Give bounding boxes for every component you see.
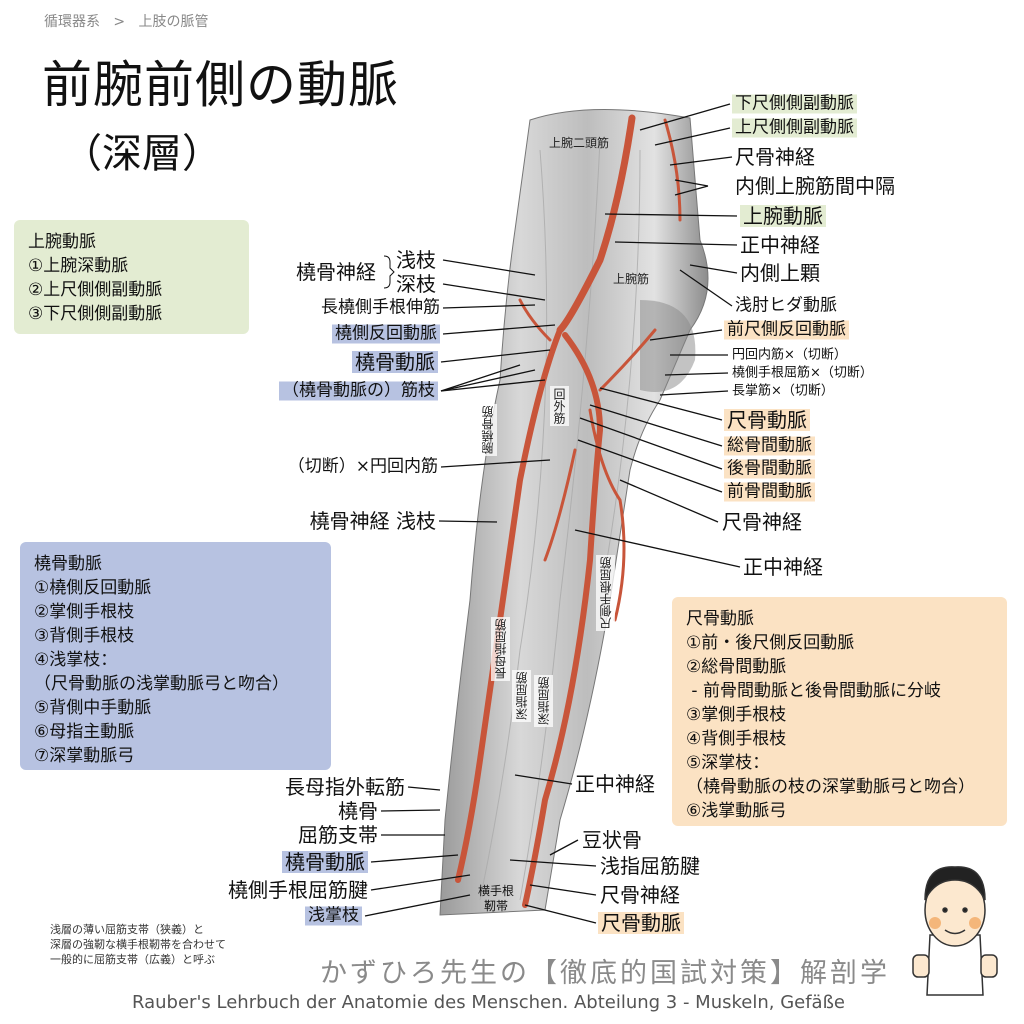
label-ulnar-nerve-3: 尺骨神経 <box>600 883 680 907</box>
label-apl: 長母指外転筋 <box>285 775 405 799</box>
box-item: ④背側手根枝 <box>686 729 787 749</box>
box-heading: 尺骨動脈 <box>686 609 754 629</box>
label-radial-artery: 橈骨動脈 <box>352 351 438 373</box>
label-pronator-teres-cut: 円回内筋×（切断） <box>732 347 847 363</box>
box-item: （橈骨動脈の枝の深掌動脈弓と吻合） <box>686 777 975 797</box>
label-median-nerve-2: 正中神経 <box>743 555 823 579</box>
box-heading: 上腕動脈 <box>28 232 96 252</box>
retinaculum-note: 浅層の薄い屈筋支帯（狭義）と 深層の強靭な横手根靭帯を合わせて 一般的に屈筋支帯… <box>50 922 226 967</box>
label-posterior-interosseous-artery: 後骨間動脈 <box>724 459 815 479</box>
label-superior-ulnar-collateral-artery: 上尺側側副動脈 <box>732 118 857 138</box>
label-medial-epicondyle: 内側上顆 <box>740 261 820 285</box>
label-pisiform: 豆状骨 <box>582 828 642 852</box>
box-item: ⑥母指主動脈 <box>34 722 135 742</box>
source-credit: Rauber's Lehrbuch der Anatomie des Mensc… <box>132 992 846 1013</box>
leader-lines <box>364 103 741 924</box>
box-item: ②上尺側側副動脈 <box>28 280 163 300</box>
label-inferior-ulnar-collateral-artery: 下尺側側副動脈 <box>732 94 857 114</box>
page-subtitle: （深層） <box>62 131 222 177</box>
bracket <box>383 255 395 289</box>
label-ulnar-nerve-2: 尺骨神経 <box>722 510 802 534</box>
box-item: ②総骨間動脈 <box>686 657 787 677</box>
label-medial-intermuscular-septum: 内側上腕筋間中隔 <box>735 174 895 198</box>
label-median-nerve: 正中神経 <box>740 233 820 257</box>
label-anterior-ulnar-recurrent-artery: 前尺側反回動脈 <box>724 320 849 340</box>
page-title: 前腕前側の動脈 <box>42 56 399 114</box>
label-radial-nerve-superficial: 橈骨神経 浅枝 <box>309 509 436 533</box>
label-fds-tendon: 浅指屈筋腱 <box>600 854 700 878</box>
muscle-label: 横手根靭帯 <box>478 884 515 913</box>
muscle-label: 深指屈筋 <box>512 670 531 722</box>
box-item: ②掌側手根枝 <box>34 602 135 622</box>
doctor-mascot <box>912 866 998 996</box>
breadcrumb-section[interactable]: 循環器系 <box>44 14 100 30</box>
box-item: （尺骨動脈の浅掌動脈弓と吻合） <box>34 674 289 694</box>
muscle-label: 腕橈骨筋 <box>478 404 497 456</box>
label-anterior-interosseous-artery: 前骨間動脈 <box>724 482 815 502</box>
box-item: ①前・後尺側反回動脈 <box>686 633 855 653</box>
box-item: ③背側手根枝 <box>34 626 135 646</box>
note-line: 浅層の薄い屈筋支帯（狭義）と <box>50 923 204 936</box>
muscle-label: 長母指屈筋 <box>491 617 510 681</box>
label-pronator-teres-cut-left: （切断）×円回内筋 <box>287 456 438 477</box>
label-fcr-tendon: 橈側手根屈筋腱 <box>228 878 368 902</box>
label-deep-branch: 深枝 <box>396 272 436 296</box>
label-brachial-artery: 上腕動脈 <box>740 205 826 227</box>
label-palmaris-longus-cut: 長掌筋×（切断） <box>732 383 834 399</box>
breadcrumb-page: 上肢の脈管 <box>138 14 209 30</box>
label-superficial-palmar-branch: 浅掌枝 <box>305 906 362 926</box>
muscle-label: 深指屈筋 <box>534 675 553 727</box>
box-item: ⑥浅掌動脈弓 <box>686 801 787 821</box>
box-item: ⑦深掌動脈弓 <box>34 746 135 766</box>
box-item: ④浅掌枝： <box>34 650 118 670</box>
muscle-label: 上腕筋 <box>613 272 650 286</box>
box-item: ⑤背側中手動脈 <box>34 698 152 718</box>
label-ulnar-artery: 尺骨動脈 <box>724 409 810 431</box>
label-radius: 橈骨 <box>338 799 378 823</box>
ulnar-artery-box: 尺骨動脈 ①前・後尺側反回動脈 ②総骨間動脈 - 前骨間動脈と後骨間動脈に分岐 … <box>672 597 1007 826</box>
box-item: ①上腕深動脈 <box>28 256 129 276</box>
label-muscular-branches: （橈骨動脈の）筋枝 <box>279 381 438 401</box>
forearm-muscles <box>439 108 709 916</box>
box-heading: 橈骨動脈 <box>34 554 102 574</box>
brachial-artery-box: 上腕動脈 ①上腕深動脈 ②上尺側側副動脈 ③下尺側側副動脈 <box>14 220 249 334</box>
box-item: ⑤深掌枝： <box>686 753 770 773</box>
label-median-nerve-3: 正中神経 <box>575 772 655 796</box>
box-item: ③下尺側側副動脈 <box>28 304 163 324</box>
box-item: ①橈側反回動脈 <box>34 578 152 598</box>
label-common-interosseous-artery: 総骨間動脈 <box>724 436 815 456</box>
box-item: ③掌側手根枝 <box>686 705 787 725</box>
breadcrumb-separator: > <box>113 14 126 30</box>
label-fcr-cut: 橈側手根屈筋×（切断） <box>732 365 873 381</box>
label-superficial-cubital-artery: 浅肘ヒダ動脈 <box>735 295 837 316</box>
box-item: - 前骨間動脈と後骨間動脈に分岐 <box>686 681 941 701</box>
label-radial-artery-2: 橈骨動脈 <box>282 851 368 873</box>
label-ulnar-nerve: 尺骨神経 <box>735 145 815 169</box>
label-superficial-branch: 浅枝 <box>396 248 436 272</box>
radial-artery-box: 橈骨動脈 ①橈側反回動脈 ②掌側手根枝 ③背側手根枝 ④浅掌枝： （尺骨動脈の浅… <box>20 542 331 770</box>
breadcrumb: 循環器系 > 上肢の脈管 <box>44 15 208 29</box>
label-ecrl: 長橈側手根伸筋 <box>321 297 440 318</box>
note-line: 深層の強靭な横手根靭帯を合わせて <box>50 938 226 951</box>
muscle-label: 上腕二頭筋 <box>549 136 610 150</box>
muscle-label: 尺側手根屈筋 <box>596 555 615 631</box>
brand-title: かずひろ先生の【徹底的国試対策】解剖学 <box>320 958 890 989</box>
label-radial-recurrent-artery: 橈側反回動脈 <box>332 324 440 344</box>
label-flexor-retinaculum: 屈筋支帯 <box>298 823 378 847</box>
note-line: 一般的に屈筋支帯（広義）と呼ぶ <box>50 953 215 966</box>
label-ulnar-artery-2: 尺骨動脈 <box>598 912 684 934</box>
muscle-label: 回外筋 <box>550 386 569 426</box>
label-radial-nerve: 橈骨神経 <box>296 260 376 284</box>
